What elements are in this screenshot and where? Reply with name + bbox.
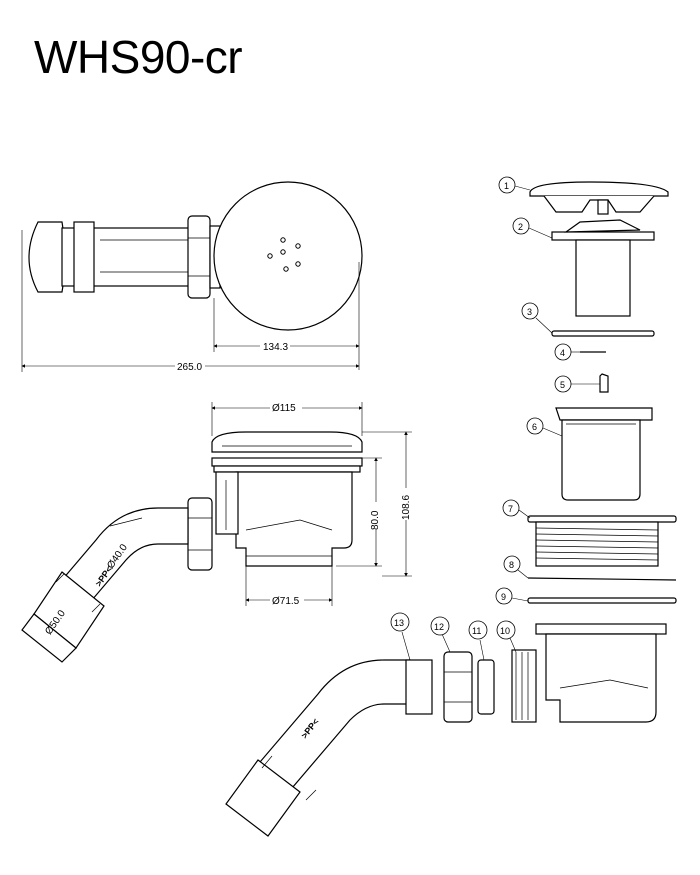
- side-view: >PP< Ø40.0 Ø50.0 Ø115 80.0 108.6 Ø71.5: [21, 401, 412, 663]
- dim-length-total: 265.0: [177, 362, 202, 373]
- dim-body-height: 80.0: [370, 510, 381, 530]
- callout-13: 13: [390, 612, 411, 661]
- callout-11: 11: [468, 620, 488, 661]
- callout-6: 6: [526, 417, 563, 437]
- svg-text:8: 8: [509, 560, 514, 570]
- cover-top-view: [213, 181, 363, 331]
- dim-overall-height: 108.6: [401, 495, 412, 520]
- callout-5: 5: [554, 375, 600, 393]
- callout-3: 3: [521, 302, 553, 334]
- svg-text:2: 2: [518, 222, 523, 232]
- callouts: 1 2 3 4 5 6 7: [390, 176, 600, 661]
- callout-1: 1: [498, 176, 531, 194]
- callout-10: 10: [496, 620, 517, 653]
- thread-lines: [535, 527, 659, 561]
- callout-4: 4: [554, 343, 580, 361]
- exploded-view: >PP<: [225, 181, 677, 837]
- drawing-title: WHS90-cr: [34, 31, 243, 83]
- callout-7: 7: [502, 499, 531, 519]
- callout-2: 2: [512, 217, 553, 239]
- svg-text:4: 4: [560, 348, 565, 358]
- svg-text:10: 10: [500, 626, 510, 636]
- svg-text:5: 5: [560, 380, 565, 390]
- dim-cover-diameter: Ø115: [272, 403, 296, 414]
- dim-outlet-diameter: Ø71.5: [272, 596, 300, 607]
- svg-text:12: 12: [434, 622, 444, 632]
- callout-8: 8: [503, 555, 529, 579]
- svg-text:3: 3: [527, 307, 532, 317]
- svg-text:13: 13: [394, 618, 404, 628]
- svg-text:7: 7: [508, 504, 513, 514]
- svg-text:9: 9: [501, 592, 506, 602]
- svg-text:1: 1: [504, 181, 509, 191]
- callout-9: 9: [495, 587, 529, 605]
- top-view: 134.3 265.0: [21, 181, 363, 373]
- dim-trap-offset: 134.3: [263, 342, 288, 353]
- svg-text:11: 11: [472, 626, 481, 636]
- svg-text:6: 6: [532, 422, 537, 432]
- callout-12: 12: [430, 616, 451, 653]
